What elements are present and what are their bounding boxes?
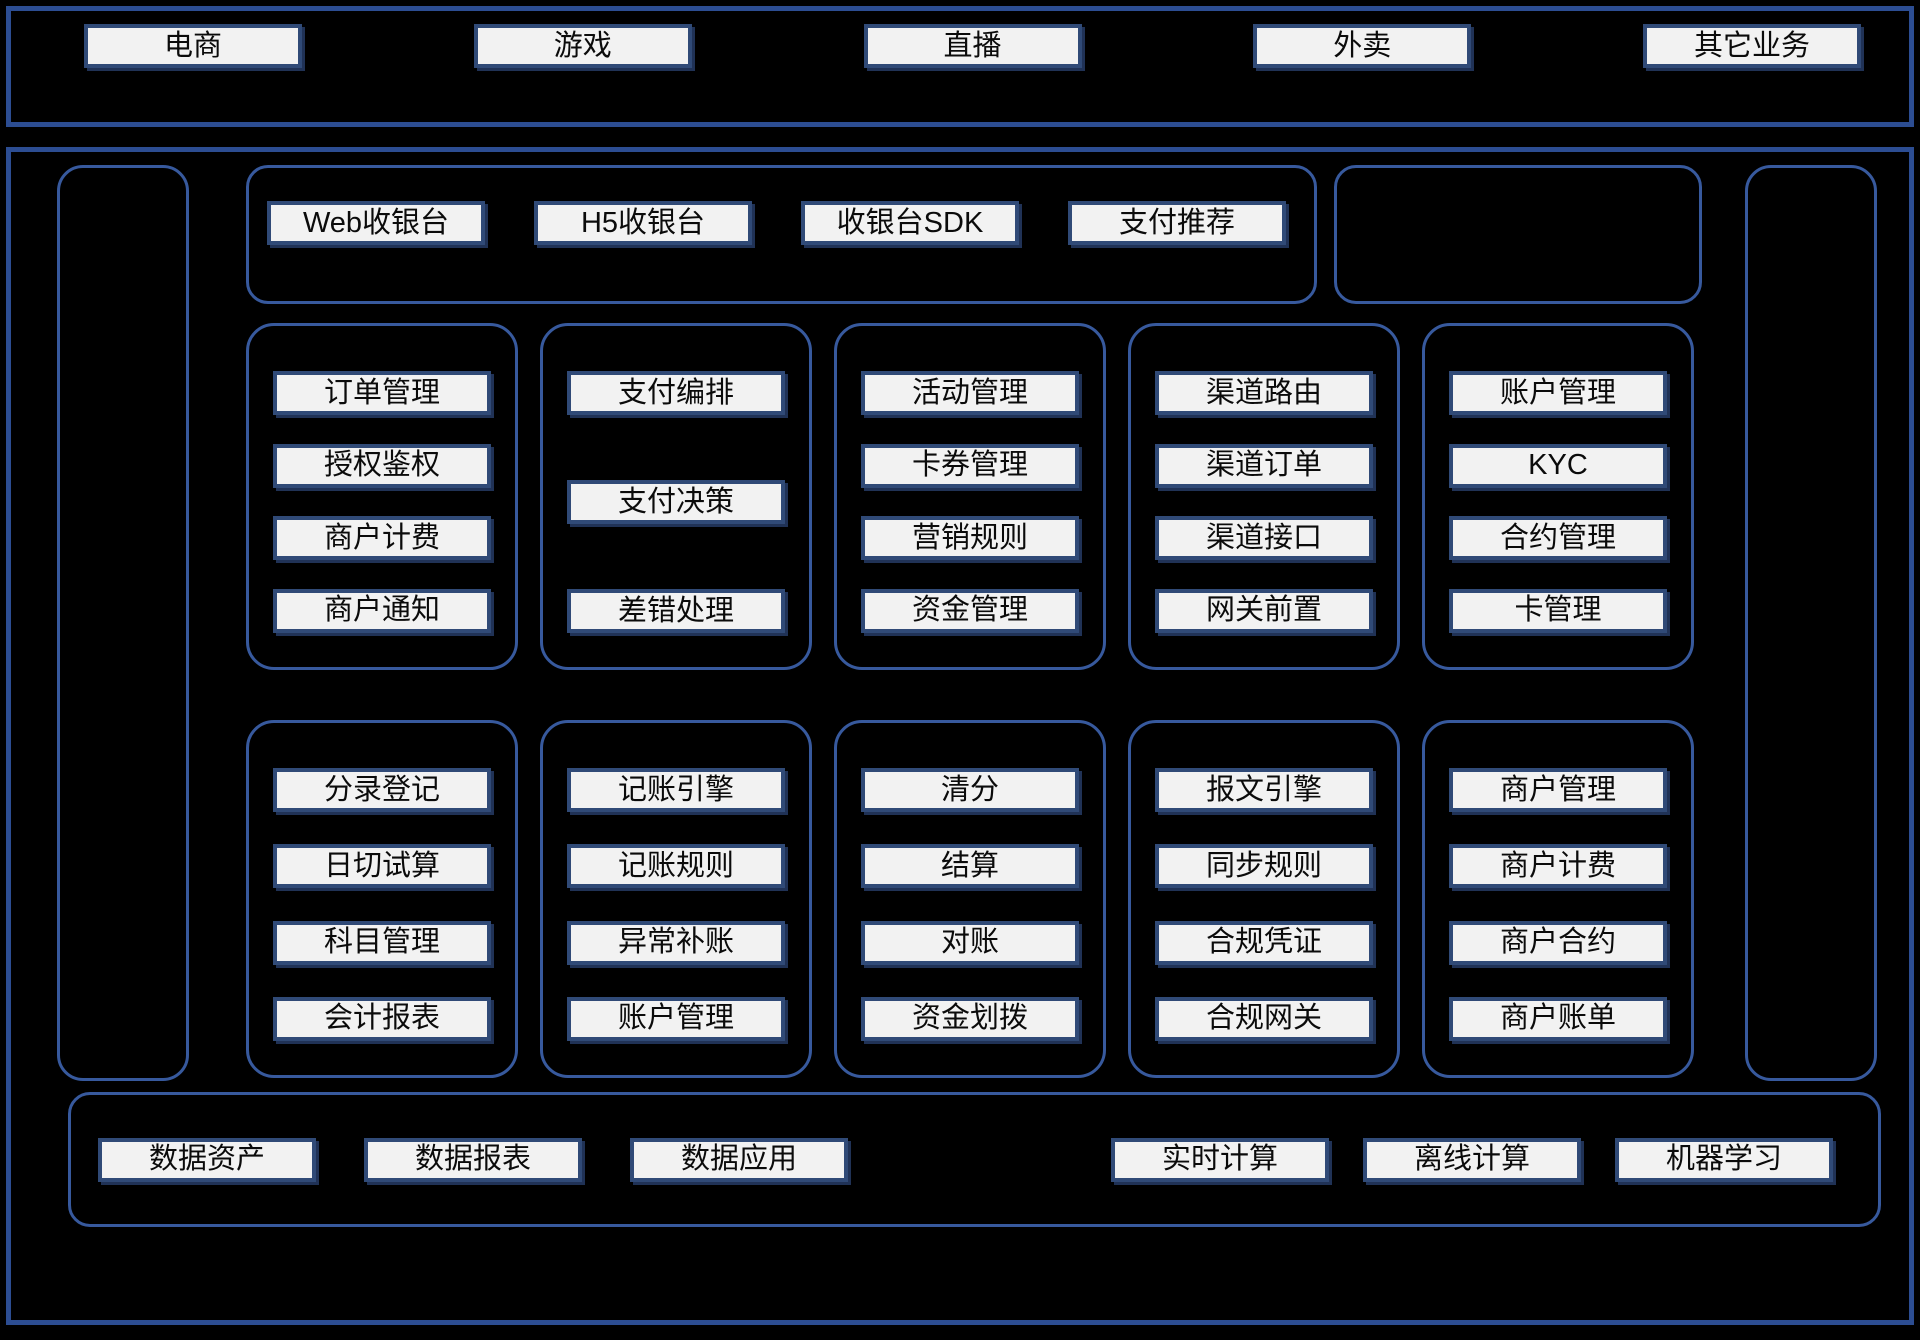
capability-box: 卡券管理 [861, 443, 1079, 488]
capability-box: 网关前置 [1155, 588, 1373, 633]
capability-box: 记账引擎 [567, 768, 785, 812]
capability-column: 报文引擎 同步规则 合规凭证 合规网关 [1128, 720, 1400, 1078]
capability-box: 记账规则 [567, 844, 785, 889]
capability-box: 账户管理 [1449, 371, 1667, 415]
capability-box: 渠道路由 [1155, 371, 1373, 415]
capability-column: 活动管理 卡券管理 营销规则 资金管理 [834, 323, 1106, 670]
capability-box: 清分 [861, 768, 1079, 812]
product-box: 收银台SDK [801, 201, 1019, 245]
capability-box: 账户管理 [567, 996, 785, 1041]
capability-box: 资金管理 [861, 588, 1079, 633]
capability-box: 合规凭证 [1155, 920, 1373, 965]
capability-box: 资金划拨 [861, 996, 1079, 1041]
capability-box: 授权鉴权 [273, 443, 491, 488]
capability-box: 报文引擎 [1155, 768, 1373, 812]
product-box: H5收银台 [534, 201, 752, 245]
capability-box: 卡管理 [1449, 588, 1667, 633]
business-layer-band: 电商 游戏 直播 外卖 其它业务 [6, 6, 1914, 127]
capability-column: 记账引擎 记账规则 异常补账 账户管理 [540, 720, 812, 1078]
capability-box: 商户账单 [1449, 996, 1667, 1041]
capability-column: 支付编排 支付决策 差错处理 [540, 323, 812, 670]
data-box: 机器学习 [1615, 1137, 1833, 1182]
checkout-products-panel: Web收银台 H5收银台 收银台SDK 支付推荐 [246, 165, 1317, 304]
business-box: 其它业务 [1643, 24, 1861, 68]
data-group-right: 实时计算 离线计算 机器学习 [1111, 1137, 1833, 1182]
capability-box: 商户通知 [273, 588, 491, 633]
capability-column: 商户管理 商户计费 商户合约 商户账单 [1422, 720, 1694, 1078]
capability-box: 渠道接口 [1155, 516, 1373, 561]
product-box: 支付推荐 [1068, 201, 1286, 245]
capability-box: 商户计费 [273, 516, 491, 561]
data-box: 实时计算 [1111, 1137, 1329, 1182]
capability-box: 差错处理 [567, 589, 785, 633]
business-box: 电商 [84, 24, 302, 68]
capability-box: KYC [1449, 443, 1667, 488]
right-rail-panel [1745, 165, 1877, 1081]
core-services-row-1: 订单管理 授权鉴权 商户计费 商户通知 支付编排 支付决策 差错处理 活动管理 … [246, 323, 1716, 670]
data-group-left: 数据资产 数据报表 数据应用 [98, 1137, 848, 1182]
data-box: 数据报表 [364, 1137, 582, 1182]
core-services-row-2: 分录登记 日切试算 科目管理 会计报表 记账引擎 记账规则 异常补账 账户管理 … [246, 720, 1716, 1078]
capability-box: 合规网关 [1155, 996, 1373, 1041]
capability-box: 科目管理 [273, 920, 491, 965]
capability-box: 营销规则 [861, 516, 1079, 561]
capability-column: 账户管理 KYC 合约管理 卡管理 [1422, 323, 1694, 670]
business-box: 外卖 [1253, 24, 1472, 68]
capability-box: 合约管理 [1449, 516, 1667, 561]
business-box: 直播 [863, 24, 1082, 68]
data-box: 数据应用 [630, 1137, 848, 1182]
empty-panel [1334, 165, 1702, 304]
business-box: 游戏 [473, 24, 692, 68]
capability-box: 同步规则 [1155, 844, 1373, 889]
capability-box: 商户计费 [1449, 844, 1667, 889]
left-rail-panel [57, 165, 189, 1081]
capability-box: 结算 [861, 844, 1079, 889]
capability-box: 支付决策 [567, 480, 785, 524]
capability-box: 活动管理 [861, 371, 1079, 415]
data-box: 数据资产 [98, 1137, 316, 1182]
capability-box: 订单管理 [273, 371, 491, 415]
capability-column: 清分 结算 对账 资金划拨 [834, 720, 1106, 1078]
capability-box: 对账 [861, 920, 1079, 965]
capability-box: 异常补账 [567, 920, 785, 965]
capability-column: 订单管理 授权鉴权 商户计费 商户通知 [246, 323, 518, 670]
capability-column: 渠道路由 渠道订单 渠道接口 网关前置 [1128, 323, 1400, 670]
capability-box: 商户管理 [1449, 768, 1667, 812]
product-box: Web收银台 [267, 201, 485, 245]
platform-band: Web收银台 H5收银台 收银台SDK 支付推荐 订单管理 授权鉴权 商户计费 … [6, 147, 1914, 1325]
data-platform-band: 数据资产 数据报表 数据应用 实时计算 离线计算 机器学习 [68, 1092, 1881, 1227]
data-box: 离线计算 [1363, 1137, 1581, 1182]
capability-box: 支付编排 [567, 371, 785, 415]
capability-box: 会计报表 [273, 996, 491, 1041]
capability-box: 渠道订单 [1155, 443, 1373, 488]
capability-box: 日切试算 [273, 844, 491, 889]
capability-box: 商户合约 [1449, 920, 1667, 965]
capability-box: 分录登记 [273, 768, 491, 812]
capability-column: 分录登记 日切试算 科目管理 会计报表 [246, 720, 518, 1078]
